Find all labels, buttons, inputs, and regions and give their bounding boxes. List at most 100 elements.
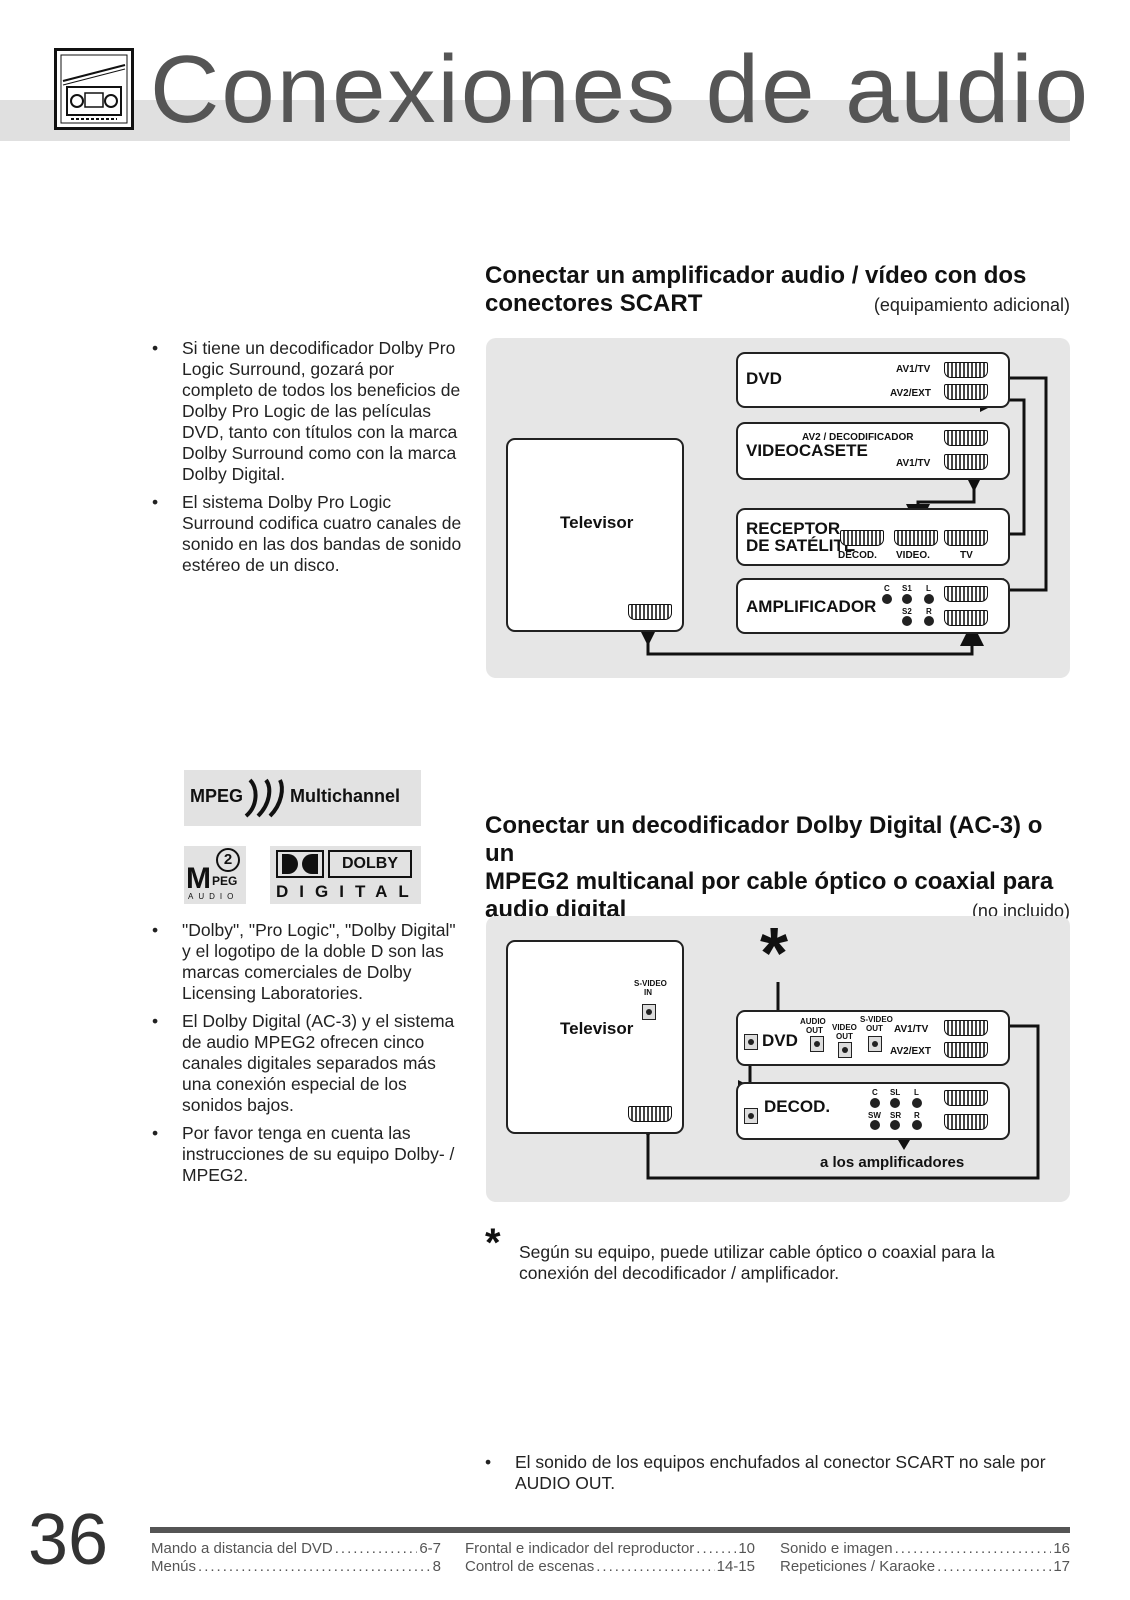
asterisk-mark: *: [760, 914, 789, 994]
section1-heading-line1: Conectar un amplificador audio / vídeo c…: [485, 262, 1027, 289]
amp-r-label: R: [926, 607, 932, 616]
tv-svideo-in-label-1: S-VIDEO: [634, 979, 667, 988]
header-bar: [0, 100, 1070, 141]
dvd-audio-out-label-1: AUDIO: [800, 1017, 826, 1026]
list-item: "Dolby", "Pro Logic", "Dolby Digital" y …: [152, 920, 462, 1004]
decod-label: DECOD.: [764, 1097, 831, 1116]
dvd-video-out-label-2: OUT: [836, 1032, 853, 1041]
dolby-double-d-icon: [276, 850, 324, 878]
footnote-asterisk: *: [485, 1221, 501, 1265]
toc-page: 8: [432, 1558, 441, 1575]
decod-sr-label: SR: [890, 1111, 902, 1120]
decod-sr-jack: [890, 1120, 900, 1130]
mpeg-multichannel-logo: MPEG Multichannel: [184, 770, 421, 826]
sat-label-1: RECEPTOR: [746, 519, 841, 538]
section1-heading: Conectar un amplificador audio / vídeo c…: [485, 262, 1070, 319]
toc-page: 10: [738, 1540, 755, 1557]
mpeg2-logo-m: M: [186, 862, 211, 895]
toc-entry[interactable]: Menús8: [151, 1558, 441, 1576]
dvd-device: DVD AV1/TV AV2/EXT: [736, 352, 1010, 408]
bullet-list-dolby-pro-logic: Si tiene un decodificador Dolby Pro Logi…: [152, 338, 462, 583]
list-item: Por favor tenga en cuenta las instruccio…: [152, 1123, 462, 1186]
dvd-video-out-jack: [838, 1042, 852, 1058]
vcr-av1-label: AV1/TV: [896, 458, 931, 469]
dvd-av2-label: AV2/EXT: [890, 1046, 931, 1057]
section2-heading-line1: Conectar un decodificador Dolby Digital …: [485, 812, 1043, 867]
decod-l-label: L: [914, 1088, 919, 1097]
decod-c-jack: [870, 1098, 880, 1108]
sat-tv-scart: [944, 530, 988, 546]
decod-c-label: C: [872, 1088, 878, 1097]
sat-tv-label: TV: [960, 550, 973, 561]
toc-entry[interactable]: Frontal e indicador del reproductor 10: [465, 1540, 755, 1558]
sat-label-2: DE SATÉLITE: [746, 536, 856, 555]
dvd-svideo-out-label-1: S-VIDEO: [860, 1015, 893, 1024]
bullet-list-dolby-digital: "Dolby", "Pro Logic", "Dolby Digital" y …: [152, 920, 462, 1193]
footer-rule: [150, 1527, 1070, 1533]
tv-device: S-VIDEO IN Televisor: [506, 940, 684, 1134]
sat-video-label: VIDEO.: [896, 550, 930, 561]
decod-l-jack: [912, 1098, 922, 1108]
sat-decod-label: DECOD.: [838, 550, 877, 561]
dvd-av1-scart: [944, 1020, 988, 1036]
toc-entry[interactable]: Repeticiones / Karaoke17: [780, 1558, 1070, 1576]
decod-digital-in-jack: [744, 1108, 758, 1124]
dvd-svideo-out-jack: [868, 1036, 882, 1052]
toc-label: Frontal e indicador del reproductor: [465, 1540, 695, 1557]
mpeg2-logo-number: 2: [216, 848, 240, 872]
satellite-receiver-device: RECEPTOR DE SATÉLITE DECOD. VIDEO. TV: [736, 508, 1010, 566]
list-item: El sistema Dolby Pro Logic Surround codi…: [152, 492, 462, 576]
dvd-av2-label: AV2/EXT: [890, 388, 931, 399]
toc-entry[interactable]: Mando a distancia del DVD6-7: [151, 1540, 441, 1558]
decod-sw-label: SW: [868, 1111, 881, 1120]
mpeg-wave-icon: [244, 778, 284, 818]
tv-device: Televisor: [506, 438, 684, 632]
dvd-video-out-label-1: VIDEO: [832, 1023, 857, 1032]
section1-note: (equipamiento adicional): [873, 295, 1070, 315]
amplifier-device: AMPLIFICADOR C S1 L S2 R: [736, 578, 1010, 634]
mpeg2-logo-peg: PEG: [212, 874, 238, 888]
vcr-av2-scart: [944, 430, 988, 446]
dvd-av1-label: AV1/TV: [894, 1024, 929, 1035]
section2-heading-line2: MPEG2 multicanal por cable óptico o coax…: [485, 868, 1054, 895]
footnote-text: Según su equipo, puede utilizar cable óp…: [519, 1242, 995, 1283]
dvd-av2-scart: [944, 384, 988, 400]
tv-label: Televisor: [560, 1019, 634, 1038]
decod-sw-jack: [870, 1120, 880, 1130]
list-item: Si tiene un decodificador Dolby Pro Logi…: [152, 338, 462, 485]
tv-label: Televisor: [560, 513, 634, 532]
dolby-logo-digital: DIGITAL: [276, 882, 420, 901]
amp-scart-2: [944, 610, 988, 626]
amp-s1-jack: [902, 594, 912, 604]
toc-entry[interactable]: Sonido e imagen 16: [780, 1540, 1070, 1558]
list-item: El sonido de los equipos enchufados al c…: [485, 1452, 1070, 1494]
toc-entry[interactable]: Control de escenas14-15: [465, 1558, 755, 1576]
mpeg-logo-right: Multichannel: [290, 786, 401, 806]
dvd-svideo-out-label-2: OUT: [866, 1024, 883, 1033]
decod-scart-1: [944, 1090, 988, 1106]
dolby-logo-text: DOLBY: [328, 850, 412, 878]
decod-r-label: R: [914, 1111, 920, 1120]
dvd-device: DVD AUDIO OUT VIDEO OUT S-VIDEO OUT AV1/…: [736, 1010, 1010, 1066]
tv-svideo-in-jack: [642, 1004, 656, 1020]
decod-sl-label: SL: [890, 1088, 901, 1097]
vcr-label: VIDEOCASETE: [746, 441, 868, 460]
list-item: El Dolby Digital (AC-3) y el sistema de …: [152, 1011, 462, 1116]
toc-page: 16: [1053, 1540, 1070, 1557]
dvd-label: DVD: [762, 1031, 798, 1050]
page-title: Conexiones de audio: [150, 36, 1091, 143]
amp-l-jack: [924, 594, 934, 604]
vcr-av2-label: AV2 / DECODIFICADOR: [802, 432, 914, 443]
decod-sl-jack: [890, 1098, 900, 1108]
tv-scart-connector: [628, 1106, 672, 1122]
diagram-digital-audio-connection: * S-VIDEO IN Televisor DVD AUDIO OUT VID…: [486, 916, 1070, 1202]
sat-decod-scart: [840, 530, 884, 546]
section2-heading: Conectar un decodificador Dolby Digital …: [485, 812, 1070, 925]
dolby-digital-logo: DOLBY DIGITAL: [270, 846, 421, 904]
amp-r-jack: [924, 616, 934, 626]
toc-page: 6-7: [419, 1540, 441, 1557]
amp-label: AMPLIFICADOR: [746, 597, 877, 616]
toc-label: Sonido e imagen: [780, 1540, 893, 1557]
amp-s1-label: S1: [902, 584, 912, 593]
decod-r-jack: [912, 1120, 922, 1130]
